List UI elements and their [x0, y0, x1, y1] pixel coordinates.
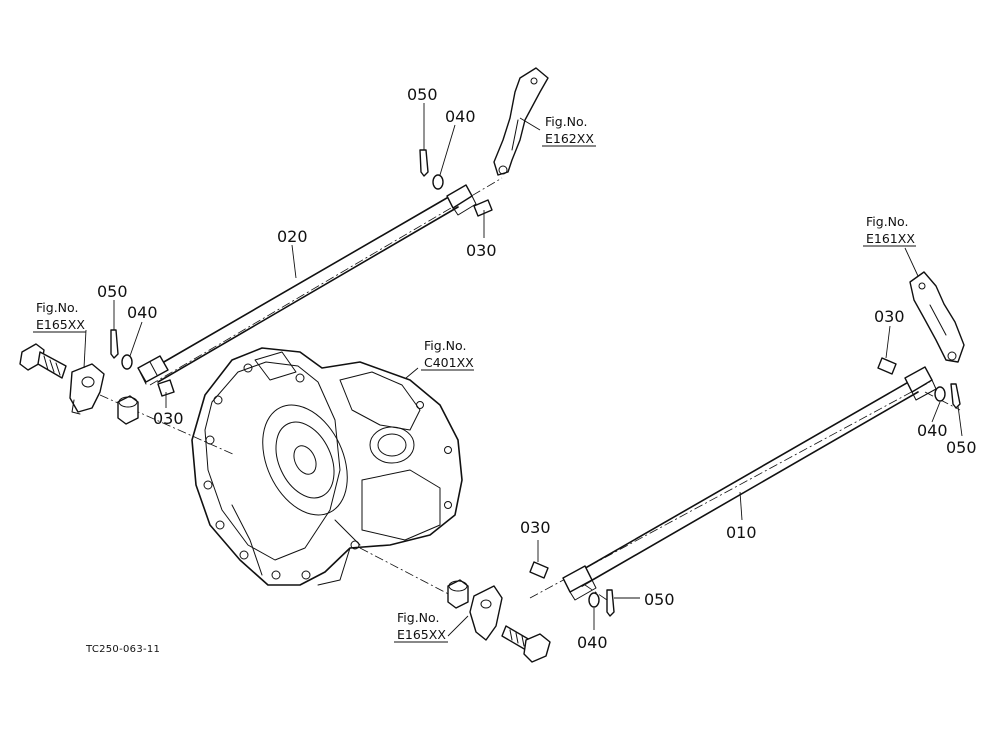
figref-c401-number: C401XX — [424, 355, 474, 370]
pin-050-right — [950, 383, 961, 409]
washer-040-left — [121, 354, 133, 370]
leader-lines — [83, 103, 963, 637]
left-bracket-e165 — [19, 343, 139, 425]
washer-040-right — [934, 386, 946, 402]
figref-e162: Fig.No. E162XX — [542, 114, 596, 147]
drawing-code: TC250-063-11 — [85, 644, 160, 655]
pin-050-left — [110, 329, 119, 359]
pin-050-top — [419, 149, 429, 177]
label-040-right: 040 — [917, 421, 948, 440]
figref-e161-title: Fig.No. — [866, 214, 908, 229]
label-050-right: 050 — [946, 438, 977, 457]
figref-e165-left: Fig.No. E165XX — [33, 300, 86, 333]
label-040-left: 040 — [127, 303, 158, 322]
transmission-housing — [191, 347, 463, 586]
figref-c401: Fig.No. C401XX — [421, 338, 474, 371]
figref-e161-number: E161XX — [866, 231, 915, 246]
figref-e161: Fig.No. E161XX — [863, 214, 916, 247]
label-030-left: 030 — [153, 409, 184, 428]
figref-e165-left-number: E165XX — [36, 317, 85, 332]
label-050-left: 050 — [97, 282, 128, 301]
bolt-030-top — [473, 199, 493, 217]
pin-050-bottom — [606, 589, 615, 617]
label-030-right: 030 — [874, 307, 905, 326]
washer-040-bottom — [588, 592, 600, 608]
bolt-030-right — [877, 357, 897, 375]
figref-c401-title: Fig.No. — [424, 338, 466, 353]
label-010: 010 — [726, 523, 757, 542]
rod-010 — [562, 366, 937, 601]
label-020: 020 — [277, 227, 308, 246]
label-050-top: 050 — [407, 85, 438, 104]
bottom-bracket-e165 — [447, 579, 551, 663]
figref-e165-bottom-title: Fig.No. — [397, 610, 439, 625]
figref-e165-bottom-number: E165XX — [397, 627, 446, 642]
washer-040-top — [432, 174, 444, 190]
bolt-030-left — [157, 379, 175, 397]
bolt-030-bottom — [529, 561, 549, 579]
figref-e162-title: Fig.No. — [545, 114, 587, 129]
right-lever-e161 — [909, 271, 965, 363]
figref-e165-bottom: Fig.No. E165XX — [394, 610, 448, 643]
label-030-bottom: 030 — [520, 518, 551, 537]
label-040-top: 040 — [445, 107, 476, 126]
upper-lever-e162 — [493, 67, 549, 176]
label-030-top: 030 — [466, 241, 497, 260]
center-lines — [99, 177, 961, 603]
label-040-bottom: 040 — [577, 633, 608, 652]
figref-e162-number: E162XX — [545, 131, 594, 146]
figref-e165-left-title: Fig.No. — [36, 300, 78, 315]
rod-020 — [137, 184, 477, 385]
label-050-bottom: 050 — [644, 590, 675, 609]
